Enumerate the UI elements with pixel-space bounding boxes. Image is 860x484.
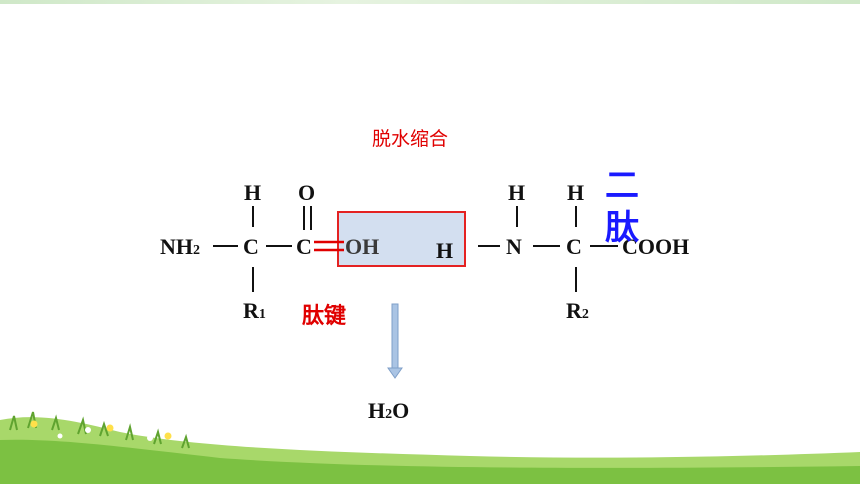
r2-group: R2: [566, 298, 589, 323]
water-arrow: [387, 303, 403, 379]
dipeptide-char-2: 肽: [605, 208, 639, 248]
amino-group: NH2: [160, 234, 200, 259]
dipeptide-label: 二 肽: [602, 165, 642, 249]
reaction-title: 脱水缩合: [372, 128, 449, 150]
top-decoration: [0, 0, 860, 4]
r1-group: R1: [243, 298, 266, 323]
alpha-carbon-2: C: [566, 234, 582, 259]
carboxyl-group: COOH: [622, 234, 690, 259]
n-hydrogen: H: [508, 180, 526, 205]
nitrogen: N: [506, 234, 522, 259]
alpha-carbon-1: C: [243, 234, 259, 259]
alpha-c1-h: H: [244, 180, 262, 205]
carbonyl-oxygen: O: [298, 180, 316, 205]
grass-flowers: [30, 420, 172, 441]
dipeptide-char-1: 二: [605, 166, 639, 206]
carbonyl-carbon: C: [296, 234, 312, 259]
water-product: H2O: [368, 398, 410, 423]
leaving-hydrogen: H: [436, 238, 454, 263]
hydroxyl-group: OH: [345, 234, 380, 259]
alpha-c2-h: H: [567, 180, 585, 205]
water-removal-box: [337, 211, 466, 267]
peptide-bond-label: 肽键: [302, 304, 347, 329]
